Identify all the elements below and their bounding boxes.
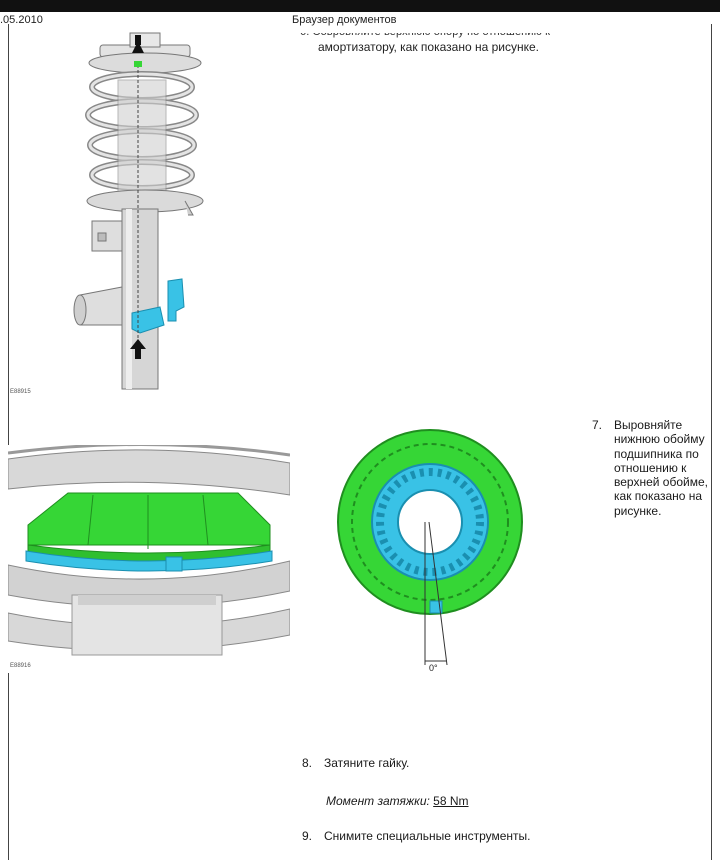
step-9: 9. Снимите специальные инструменты.	[302, 829, 531, 843]
step-6-text: амортизатору, как показано на рисунке.	[318, 40, 539, 54]
step-8-number: 8.	[302, 756, 313, 770]
step-6-partial-text: 6. Совровняйте верхнюю опору по отношени…	[300, 26, 551, 38]
top-status-bar	[0, 0, 720, 12]
document-title: Браузер документов	[292, 14, 397, 26]
print-date: .05.2010	[0, 14, 43, 26]
step-7-text: Выровняйте нижнюю обойму подшипника по о…	[614, 418, 708, 518]
step-7-number: 7.	[592, 418, 603, 432]
step-9-text: Снимите специальные инструменты.	[324, 829, 531, 843]
page-border-right	[711, 24, 712, 860]
torque-value-link[interactable]: 58 Nm	[433, 794, 469, 808]
step-9-number: 9.	[302, 829, 313, 843]
torque-label: Момент затяжки:	[326, 794, 430, 808]
page-border-left	[8, 24, 9, 860]
figure-1-code: E88915	[10, 389, 31, 395]
strut-illustration	[73, 32, 204, 390]
figure-strut-assembly	[73, 32, 204, 390]
bearing-closeup-illustration	[8, 445, 290, 673]
step-8: 8. Затяните гайку.	[302, 756, 409, 770]
angle-label: 0°	[429, 663, 438, 673]
bearing-top-view-illustration: 0°	[325, 425, 565, 673]
figure-2-code: E88916	[10, 663, 31, 669]
figure-bearing-top-view: 0°	[325, 425, 565, 673]
figure-bearing-closeup	[8, 445, 290, 673]
step-8-text: Затяните гайку.	[324, 756, 410, 770]
torque-spec: Момент затяжки: 58 Nm	[326, 794, 469, 808]
